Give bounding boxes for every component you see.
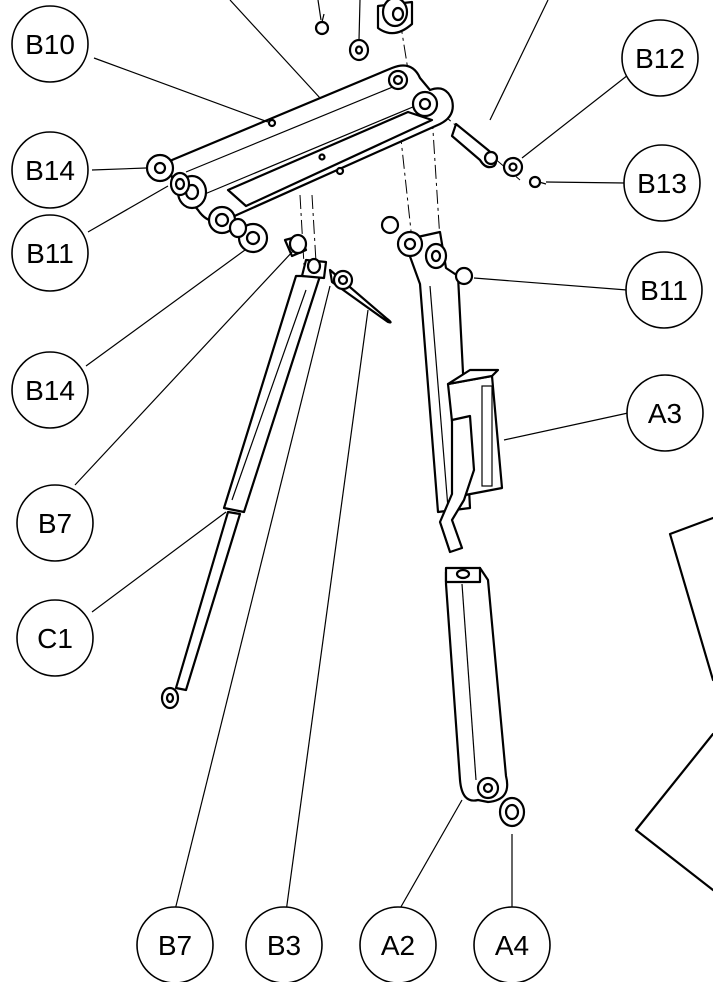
callout-b13: B13 — [623, 144, 701, 222]
callout-label: B11 — [640, 275, 688, 306]
callout-label: B14 — [25, 155, 75, 186]
right-pin-hardware — [450, 122, 547, 189]
lower-tube — [444, 566, 526, 828]
callout-c1: C1 — [16, 599, 94, 677]
callout-b14-top: B14 — [11, 131, 89, 209]
washers-left — [145, 153, 269, 254]
callout-label: B3 — [267, 930, 301, 961]
main-arm — [168, 64, 454, 235]
callout-a3: A3 — [626, 374, 704, 452]
callout-b11-right: B11 — [625, 251, 703, 329]
callout-label: B14 — [25, 375, 75, 406]
base-plate — [634, 516, 713, 892]
callout-b7-mid: B7 — [16, 484, 94, 562]
gas-spring — [160, 257, 328, 710]
callout-a4: A4 — [473, 906, 551, 982]
callout-b7-bottom: B7 — [136, 906, 214, 982]
spacer-and-pin — [283, 233, 392, 324]
callout-label: B7 — [158, 930, 192, 961]
callout-label: A2 — [381, 930, 415, 961]
callout-label: C1 — [37, 623, 73, 654]
callout-label: B12 — [635, 43, 685, 74]
callout-label: B13 — [637, 168, 687, 199]
callout-label: B10 — [25, 29, 75, 60]
callout-label: B11 — [26, 238, 74, 269]
callout-b3: B3 — [245, 906, 323, 982]
callout-b12: B12 — [621, 19, 699, 97]
callout-label: B7 — [38, 508, 72, 539]
callout-label: A3 — [648, 398, 682, 429]
leader-lines — [74, 0, 629, 913]
upright-post — [380, 215, 504, 554]
top-hardware — [314, 0, 414, 62]
callout-a2: A2 — [359, 906, 437, 982]
callout-b14-mid: B14 — [11, 351, 89, 429]
callout-b10-top: B10 — [11, 5, 89, 83]
callout-label: A4 — [495, 930, 529, 961]
callout-b11-left: B11 — [11, 214, 89, 292]
